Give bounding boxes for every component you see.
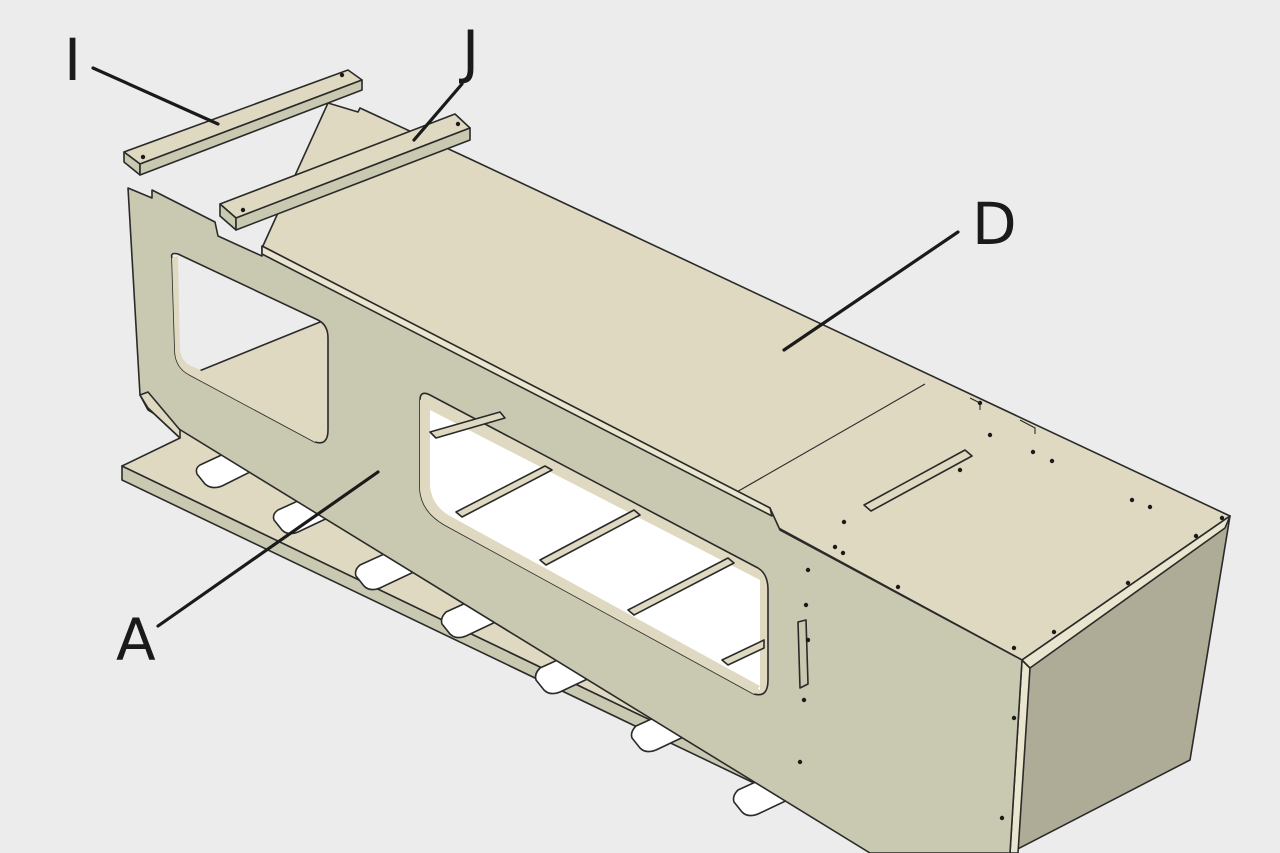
screw-hole	[140, 154, 146, 160]
screw-hole	[803, 602, 809, 608]
end-panel-top-edge	[1021, 515, 1231, 669]
strip-i	[123, 69, 363, 176]
screw-hole	[339, 72, 345, 78]
strip-j	[219, 113, 471, 231]
side-panel-slot	[797, 619, 809, 689]
label-j: J	[459, 18, 479, 86]
screw-hole	[1219, 515, 1225, 521]
side-panel-top-edge	[261, 245, 773, 517]
screw-hole	[1129, 497, 1135, 503]
screw-hole	[1011, 715, 1017, 721]
screw-hole	[1051, 629, 1057, 635]
leader-j	[412, 82, 464, 142]
screw-hole	[957, 467, 963, 473]
screw-hole	[1193, 533, 1199, 539]
slat-1	[455, 465, 553, 518]
top-notch-2	[1019, 419, 1036, 434]
screw-hole	[999, 815, 1005, 821]
label-d: D	[972, 190, 1017, 258]
screw-hole	[841, 519, 847, 525]
leader-a	[156, 470, 380, 628]
screw-hole	[1125, 580, 1131, 586]
side-panel-a	[127, 187, 1023, 853]
part-labels: I J D A	[64, 18, 1017, 674]
opening-1-thickness	[172, 256, 320, 442]
screw-hole	[455, 121, 461, 127]
screw-hole	[1147, 504, 1153, 510]
screw-hole	[1030, 449, 1036, 455]
label-a: A	[116, 606, 156, 674]
top-panel-seam	[734, 383, 926, 494]
screw-hole	[240, 207, 246, 213]
slat-4	[721, 639, 765, 666]
screw-hole	[1049, 458, 1055, 464]
screw-hole	[805, 567, 811, 573]
strip-i-side	[139, 79, 363, 176]
screw-hole	[801, 697, 807, 703]
screw-hole	[832, 544, 838, 550]
leader-i	[91, 66, 220, 126]
label-i: I	[64, 26, 81, 94]
screw-hole	[797, 759, 803, 765]
screw-hole	[840, 550, 846, 556]
screw-hole	[977, 400, 983, 406]
side-panel-lip	[139, 391, 181, 439]
slat-3	[627, 557, 735, 616]
interior-floor	[430, 410, 760, 690]
screw-hole	[895, 584, 901, 590]
screw-hole	[987, 432, 993, 438]
screw-hole	[805, 637, 811, 643]
strip-j-side	[235, 127, 471, 231]
top-panel-slot	[863, 449, 973, 512]
screw-holes	[140, 72, 1225, 821]
opening-2-thickness	[420, 396, 760, 694]
interior-slats	[429, 411, 765, 666]
leader-lines	[91, 66, 960, 628]
slat-2	[539, 509, 641, 566]
leader-d	[782, 230, 960, 352]
slat-5	[429, 411, 506, 439]
screw-hole	[1011, 645, 1017, 651]
